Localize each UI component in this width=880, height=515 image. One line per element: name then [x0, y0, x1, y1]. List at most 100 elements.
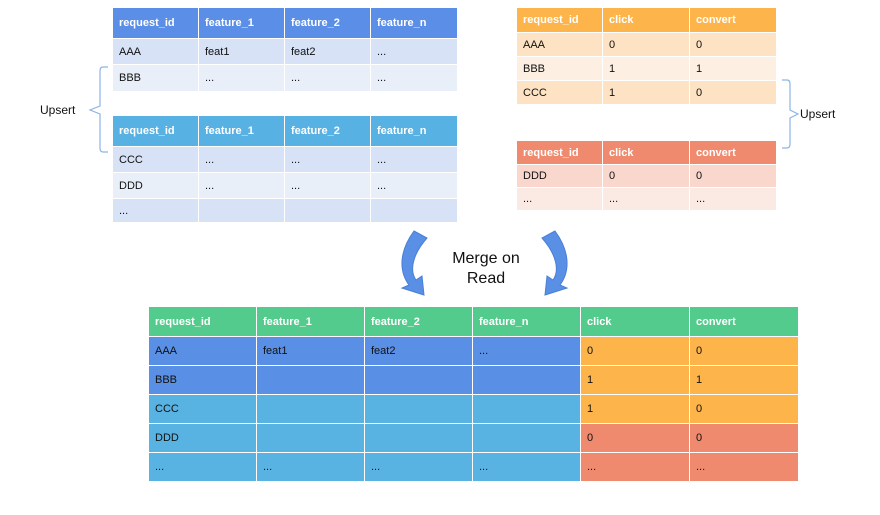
- table-cell: [472, 365, 581, 395]
- table-cell: feat1: [198, 38, 285, 65]
- table-cell: 0: [689, 336, 799, 366]
- merge-on-read-label: Merge on Read: [436, 249, 536, 289]
- upsert-right-label: Upsert: [800, 107, 836, 121]
- table-cell: ...: [370, 146, 458, 173]
- table-cell: [472, 394, 581, 424]
- table-cell: ...: [472, 336, 581, 366]
- header-cell: convert: [689, 7, 777, 33]
- table-cell: ...: [370, 64, 458, 92]
- table-cell: 1: [602, 80, 690, 105]
- table-row: ... ... ... ... ... ...: [148, 452, 799, 482]
- table-cell: ...: [602, 187, 690, 211]
- header-cell: feature_1: [256, 306, 365, 337]
- table-cell: 1: [689, 365, 799, 395]
- table-row: DDD ... ... ...: [112, 172, 458, 199]
- table-row: CCC ... ... ...: [112, 146, 458, 173]
- table-row: CCC 1 0: [148, 394, 799, 424]
- upsert-right-bracket: [782, 79, 800, 149]
- table-cell: ...: [284, 64, 371, 92]
- header-row: request_id feature_1 feature_2 feature_n: [112, 7, 458, 39]
- table-cell: ...: [689, 452, 799, 482]
- table-cell: [370, 198, 458, 223]
- table-row: CCC 1 0: [516, 80, 777, 105]
- feature-table-1: request_id feature_1 feature_2 feature_n…: [112, 7, 458, 92]
- table-cell: ...: [580, 452, 690, 482]
- upsert-left-bracket: [88, 66, 108, 153]
- header-cell: feature_n: [472, 306, 581, 337]
- table-row: ...: [112, 198, 458, 223]
- header-row: request_id feature_1 feature_2 feature_n…: [148, 306, 799, 337]
- merge-arrow-right: [541, 230, 569, 296]
- table-cell: feat2: [364, 336, 473, 366]
- merge-arrow-left: [400, 230, 428, 296]
- header-cell: feature_n: [370, 115, 458, 147]
- header-cell: request_id: [148, 306, 257, 337]
- header-cell: feature_2: [364, 306, 473, 337]
- header-cell: convert: [689, 306, 799, 337]
- table-cell: [198, 198, 285, 223]
- table-cell: ...: [198, 64, 285, 92]
- table-cell: feat1: [256, 336, 365, 366]
- table-cell: 0: [580, 336, 690, 366]
- header-cell: click: [602, 7, 690, 33]
- label-table-1: request_id click convert AAA 0 0 BBB 1 1…: [516, 7, 777, 105]
- table-cell: ...: [689, 187, 777, 211]
- table-cell: ...: [112, 198, 199, 223]
- table-cell: ...: [148, 452, 257, 482]
- table-cell: AAA: [112, 38, 199, 65]
- table-cell: CCC: [148, 394, 257, 424]
- table-cell: 0: [689, 423, 799, 453]
- table-row: AAA feat1 feat2 ... 0 0: [148, 336, 799, 366]
- table-cell: DDD: [112, 172, 199, 199]
- table-row: DDD 0 0: [148, 423, 799, 453]
- header-cell: feature_1: [198, 115, 285, 147]
- table-cell: AAA: [516, 32, 603, 57]
- table-cell: [364, 423, 473, 453]
- header-cell: feature_n: [370, 7, 458, 39]
- header-cell: feature_2: [284, 115, 371, 147]
- table-cell: [256, 394, 365, 424]
- header-cell: request_id: [112, 7, 199, 39]
- table-row: ... ... ...: [516, 187, 777, 211]
- feature-table-2: request_id feature_1 feature_2 feature_n…: [112, 115, 458, 223]
- table-cell: ...: [198, 172, 285, 199]
- header-cell: click: [602, 140, 690, 165]
- table-cell: ...: [472, 452, 581, 482]
- table-cell: BBB: [112, 64, 199, 92]
- merge-label-line1: Merge on: [452, 250, 520, 267]
- table-cell: ...: [364, 452, 473, 482]
- table-cell: CCC: [516, 80, 603, 105]
- upsert-left-label: Upsert: [40, 103, 76, 117]
- table-cell: feat2: [284, 38, 371, 65]
- header-cell: request_id: [516, 7, 603, 33]
- table-cell: 0: [689, 394, 799, 424]
- merge-label-line2: Read: [466, 270, 506, 287]
- table-cell: ...: [198, 146, 285, 173]
- table-cell: 1: [580, 365, 690, 395]
- header-cell: request_id: [112, 115, 199, 147]
- header-row: request_id click convert: [516, 140, 777, 165]
- table-cell: BBB: [148, 365, 257, 395]
- header-row: request_id click convert: [516, 7, 777, 33]
- table-row: AAA feat1 feat2 ...: [112, 38, 458, 65]
- table-cell: 1: [580, 394, 690, 424]
- table-cell: [256, 423, 365, 453]
- label-table-2: request_id click convert DDD 0 0 ... ...…: [516, 140, 777, 211]
- header-cell: click: [580, 306, 690, 337]
- table-cell: [364, 365, 473, 395]
- table-cell: ...: [284, 146, 371, 173]
- table-row: BBB 1 1: [148, 365, 799, 395]
- table-cell: 0: [689, 80, 777, 105]
- table-cell: AAA: [148, 336, 257, 366]
- header-row: request_id feature_1 feature_2 feature_n: [112, 115, 458, 147]
- merged-table: request_id feature_1 feature_2 feature_n…: [148, 306, 799, 482]
- header-cell: request_id: [516, 140, 603, 165]
- table-cell: [364, 394, 473, 424]
- table-cell: 0: [580, 423, 690, 453]
- table-cell: ...: [256, 452, 365, 482]
- table-cell: [284, 198, 371, 223]
- table-cell: ...: [370, 172, 458, 199]
- table-cell: [472, 423, 581, 453]
- table-cell: ...: [284, 172, 371, 199]
